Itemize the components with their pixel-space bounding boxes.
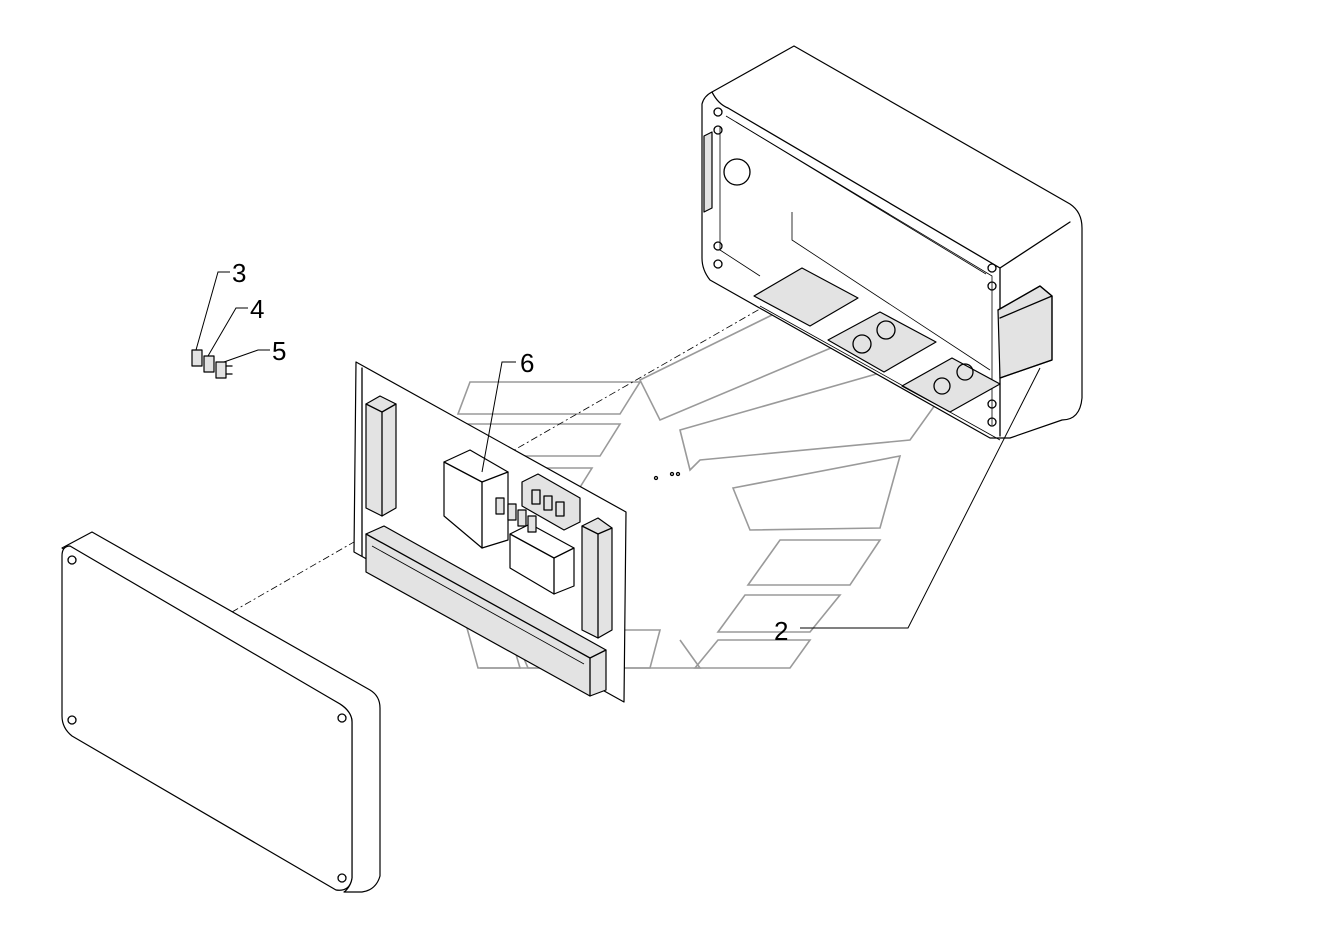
callout-2: 2 bbox=[774, 616, 788, 646]
callout-6: 6 bbox=[520, 348, 534, 378]
fuse-set bbox=[191, 349, 233, 379]
callout-4: 4 bbox=[250, 294, 264, 324]
assembly-axis-line bbox=[231, 239, 881, 613]
housing-enclosure bbox=[701, 45, 1083, 441]
leader-lines bbox=[195, 271, 1041, 629]
circuit-board bbox=[353, 361, 681, 703]
callout-5: 5 bbox=[272, 336, 286, 366]
cover-plate bbox=[61, 531, 381, 893]
callout-3: 3 bbox=[232, 258, 246, 288]
